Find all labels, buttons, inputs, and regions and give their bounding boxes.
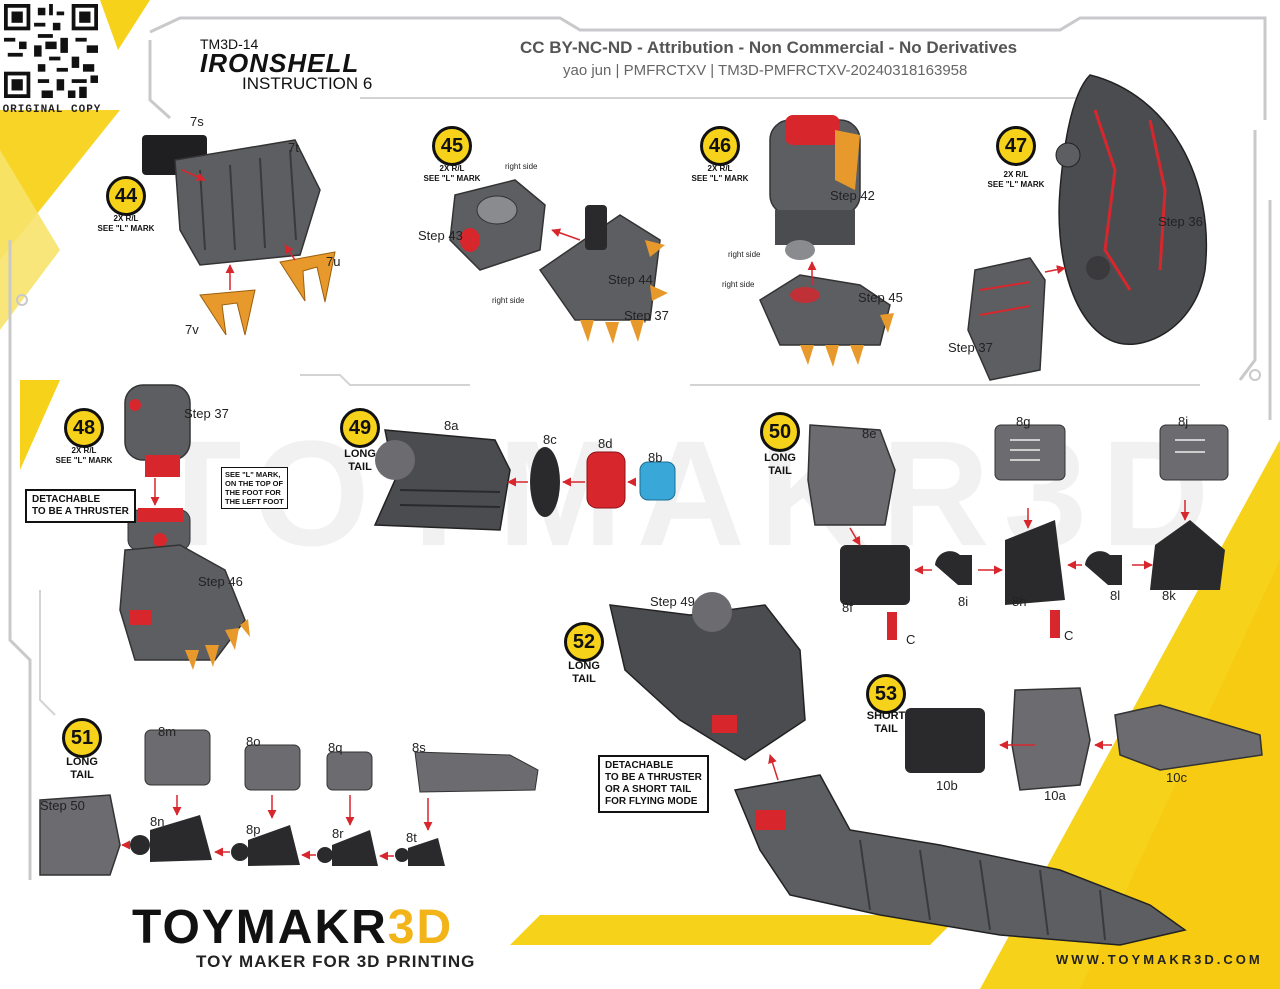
part-label: 10a <box>1044 788 1066 803</box>
step49-parts <box>373 429 676 531</box>
step-46-badge: 46 <box>700 126 740 166</box>
part-label: 8n <box>150 814 165 829</box>
step50-parts <box>807 424 1229 640</box>
step-48-badge: 48 <box>64 408 104 448</box>
step-label: right side <box>722 280 755 289</box>
part-label: 8o <box>246 734 261 749</box>
part-label: 8c <box>543 432 557 447</box>
left-foot-note: SEE "L" MARK, ON THE TOP OF THE FOOT FOR… <box>221 467 288 509</box>
model-code: TM3D-14 <box>200 36 259 52</box>
step-49-badge: 49 <box>340 408 380 448</box>
step-label: Step 50 <box>40 798 85 813</box>
part-label: 7t <box>288 140 299 155</box>
step-44-note: 2X R/L SEE "L" MARK <box>97 214 155 233</box>
step-label: Step 45 <box>858 290 903 305</box>
step46-parts <box>759 115 894 367</box>
step44-parts <box>142 135 336 336</box>
step-label: Step 37 <box>624 308 669 323</box>
step-47-note: 2X R/L SEE "L" MARK <box>987 170 1045 189</box>
part-label: 8l <box>1110 588 1121 603</box>
part-label: 8d <box>598 436 613 451</box>
step-50-note: LONG TAIL <box>764 452 796 477</box>
step-46-note: 2X R/L SEE "L" MARK <box>691 164 749 183</box>
part-label: 8q <box>328 740 343 755</box>
step48-parts <box>119 384 250 670</box>
step-label: Step 37 <box>184 406 229 421</box>
part-label: 8a <box>444 418 459 433</box>
author-line: yao jun | PMFRCTXV | TM3D-PMFRCTXV-20240… <box>563 62 968 79</box>
step-label: right side <box>728 250 761 259</box>
step-label: Step 37 <box>948 340 993 355</box>
step51-parts <box>39 729 539 876</box>
step-48-note: 2X R/L SEE "L" MARK <box>55 446 113 465</box>
brand-main: TOYMAKR <box>132 901 388 954</box>
brand-logo: TOYMAKR3D <box>132 902 453 954</box>
thruster-callout: DETACHABLE TO BE A THRUSTER <box>25 489 136 523</box>
part-label: 8m <box>158 724 177 739</box>
part-label: 8e <box>862 426 877 441</box>
step47-parts <box>967 74 1208 381</box>
brand-accent: 3D <box>387 901 454 954</box>
step53-parts <box>905 687 1263 791</box>
part-label: 8b <box>648 450 663 465</box>
step-label: Step 36 <box>1158 214 1203 229</box>
step-49-note: LONG TAIL <box>344 448 376 473</box>
instruction-label: INSTRUCTION 6 <box>242 74 373 93</box>
step-51-note: LONG TAIL <box>66 756 98 781</box>
step-50-badge: 50 <box>760 412 800 452</box>
step-label: Step 44 <box>608 272 653 287</box>
part-label: 8j <box>1178 414 1189 429</box>
part-label: 7v <box>185 322 199 337</box>
original-copy-label: ORIGINAL COPY <box>2 104 102 116</box>
part-label: 8t <box>406 830 417 845</box>
model-title: IRONSHELL <box>200 48 360 78</box>
step-label: Step 46 <box>198 574 243 589</box>
step-45-note: 2X R/L SEE "L" MARK <box>423 164 481 183</box>
part-label: 8g <box>1016 414 1031 429</box>
step-53-badge: 53 <box>866 674 906 714</box>
step-label: Step 43 <box>418 228 463 243</box>
part-label: 8f <box>842 600 853 615</box>
step-52-note: LONG TAIL <box>568 660 600 685</box>
step-47-badge: 47 <box>996 126 1036 166</box>
part-label: 7u <box>326 254 341 269</box>
step-label: Step 49 <box>650 594 695 609</box>
part-label: 7s <box>190 114 204 129</box>
part-label: 8p <box>246 822 261 837</box>
part-label: 10b <box>936 778 958 793</box>
step-label: right side <box>505 162 538 171</box>
flying-mode-callout: DETACHABLE TO BE A THRUSTER OR A SHORT T… <box>598 755 709 813</box>
step-44-badge: 44 <box>106 176 146 216</box>
part-label: C <box>1064 628 1074 643</box>
part-label: C <box>906 632 916 647</box>
part-label: 10c <box>1166 770 1187 785</box>
part-label: 8r <box>332 826 344 841</box>
step-45-badge: 45 <box>432 126 472 166</box>
step-52-badge: 52 <box>564 622 604 662</box>
step52-parts <box>609 592 1187 946</box>
step-53-note: SHORT TAIL <box>866 710 906 735</box>
part-label: 8s <box>412 740 426 755</box>
step45-parts <box>449 179 668 344</box>
step-label: Step 42 <box>830 188 875 203</box>
qr-code-icon <box>4 4 98 98</box>
step-51-badge: 51 <box>62 718 102 758</box>
license-text: CC BY-NC-ND - Attribution - Non Commerci… <box>520 38 1018 57</box>
part-label: 8i <box>958 594 969 609</box>
website-link[interactable]: WWW.TOYMAKR3D.COM <box>1056 952 1263 967</box>
step-label: right side <box>492 296 525 305</box>
part-label: 8k <box>1162 588 1176 603</box>
brand-tagline: TOY MAKER FOR 3D PRINTING <box>196 952 476 971</box>
part-label: 8h <box>1012 594 1027 609</box>
